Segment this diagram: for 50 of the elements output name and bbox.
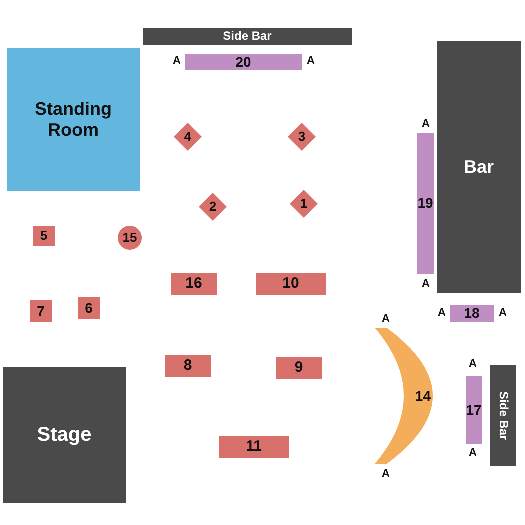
- side-bar-area: [490, 365, 516, 466]
- section-number: 16: [186, 275, 202, 293]
- section-number: 11: [246, 438, 262, 456]
- aisle-marker: A: [422, 278, 430, 290]
- section-number: 19: [418, 195, 434, 212]
- section-number: 8: [184, 357, 192, 375]
- table: [78, 297, 100, 319]
- seating-section: [450, 305, 494, 322]
- section-number: 4: [184, 130, 192, 144]
- side-bar-area: [143, 28, 352, 45]
- standing-room-area: [7, 48, 140, 191]
- table: [165, 355, 211, 377]
- table: [33, 226, 55, 246]
- aisle-marker: A: [307, 55, 315, 67]
- section-number: 3: [298, 130, 306, 144]
- section-number: 7: [37, 302, 45, 320]
- table: [219, 436, 289, 458]
- aisle-marker: A: [499, 307, 507, 319]
- stage-area: [3, 367, 126, 503]
- area-label: Side Bar: [496, 391, 510, 440]
- area-label: Standing Room: [34, 98, 113, 140]
- section-number: 17: [466, 402, 482, 418]
- section-number: 10: [282, 275, 300, 293]
- section-number: 20: [236, 54, 252, 70]
- table: [30, 300, 52, 322]
- aisle-marker: A: [382, 468, 390, 480]
- aisle-marker: A: [422, 118, 430, 130]
- table: [276, 357, 322, 379]
- section-number: 14: [415, 388, 431, 404]
- aisle-marker: A: [382, 313, 390, 325]
- area-label: Stage: [37, 424, 92, 446]
- section-number: 18: [464, 305, 480, 322]
- section-number: 5: [40, 228, 48, 244]
- section-number: 15: [122, 230, 138, 246]
- bar-area: [437, 41, 521, 293]
- seating-section: [417, 133, 434, 274]
- aisle-marker: A: [438, 307, 446, 319]
- seating-section: [466, 376, 482, 444]
- section-number: 2: [209, 200, 217, 214]
- table: [256, 273, 326, 295]
- aisle-marker: A: [173, 55, 181, 67]
- aisle-marker: A: [469, 447, 477, 459]
- section-number: 9: [294, 359, 304, 377]
- seating-section: [185, 54, 302, 70]
- area-label: Bar: [464, 156, 494, 178]
- aisle-marker: A: [469, 358, 477, 370]
- area-label: Side Bar: [223, 30, 272, 44]
- section-number: 6: [85, 300, 93, 316]
- table: [171, 273, 217, 295]
- section-number: 1: [300, 196, 308, 212]
